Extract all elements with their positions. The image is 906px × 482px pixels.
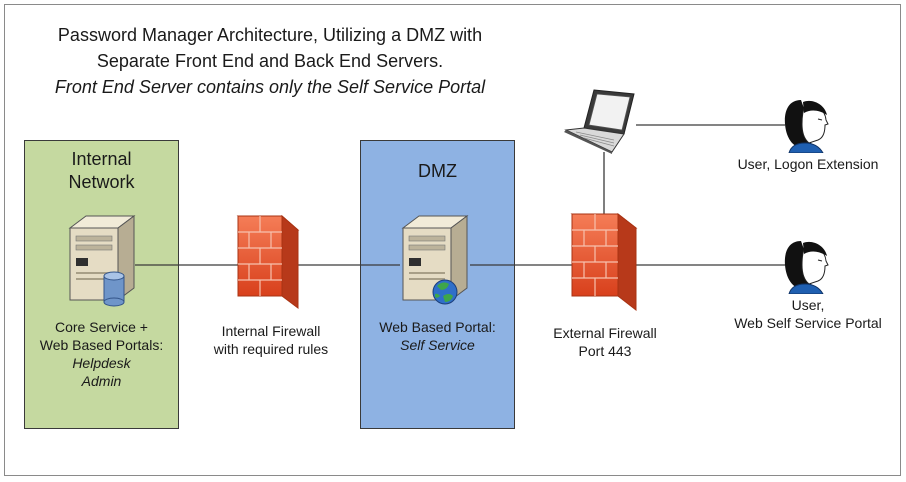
diagram-title: Password Manager Architecture, Utilizing… [20,22,520,100]
core-server-label: Core Service + Web Based Portals: Helpde… [24,318,179,390]
title-line-3: Front End Server contains only the Self … [54,77,486,97]
external-firewall-icon [570,212,638,312]
internal-firewall-icon [236,214,300,309]
core-server-label-helpdesk: Helpdesk [72,355,131,371]
internal-firewall-label-line-1: Internal Firewall [221,323,321,339]
web-server-label: Web Based Portal: Self Service [360,318,515,354]
title-line-1: Password Manager Architecture, Utilizing… [57,25,483,45]
dmz-zone-title: DMZ [418,161,457,181]
database-cylinder [103,271,125,307]
core-server-label-admin: Admin [81,373,122,389]
external-firewall-label: External Firewall Port 443 [530,324,680,360]
internal-zone-title-line-1: Internal [71,149,132,169]
internal-zone-title: Internal Network [25,148,178,194]
server-database-icon [68,215,136,307]
user-portal-label-line-2: Web Self Service Portal [734,315,882,331]
user-portal-label-line-1: User, [791,297,825,313]
diagram-frame [4,4,901,476]
server-globe-icon [401,215,469,305]
external-firewall-label-line-1: External Firewall [553,325,657,341]
external-firewall-label-line-2: Port 443 [578,343,632,359]
user-logon-icon [784,100,829,153]
user-logon-label: User, Logon Extension [737,156,879,172]
web-server-label-line-1: Web Based Portal: [379,319,496,335]
core-server-label-line-1: Core Service + [55,319,148,335]
user-portal-label: User, Web Self Service Portal [718,296,898,332]
internal-firewall-label-line-2: with required rules [213,341,329,357]
globe [432,279,458,305]
title-line-2: Separate Front End and Back End Servers. [96,51,444,71]
internal-zone-title-line-2: Network [68,172,135,192]
core-server-label-line-2: Web Based Portals: [39,337,164,353]
user-portal-icon [784,241,829,294]
laptop-icon [564,89,635,154]
internal-firewall-label: Internal Firewall with required rules [196,322,346,358]
web-server-label-line-2: Self Service [400,337,475,353]
